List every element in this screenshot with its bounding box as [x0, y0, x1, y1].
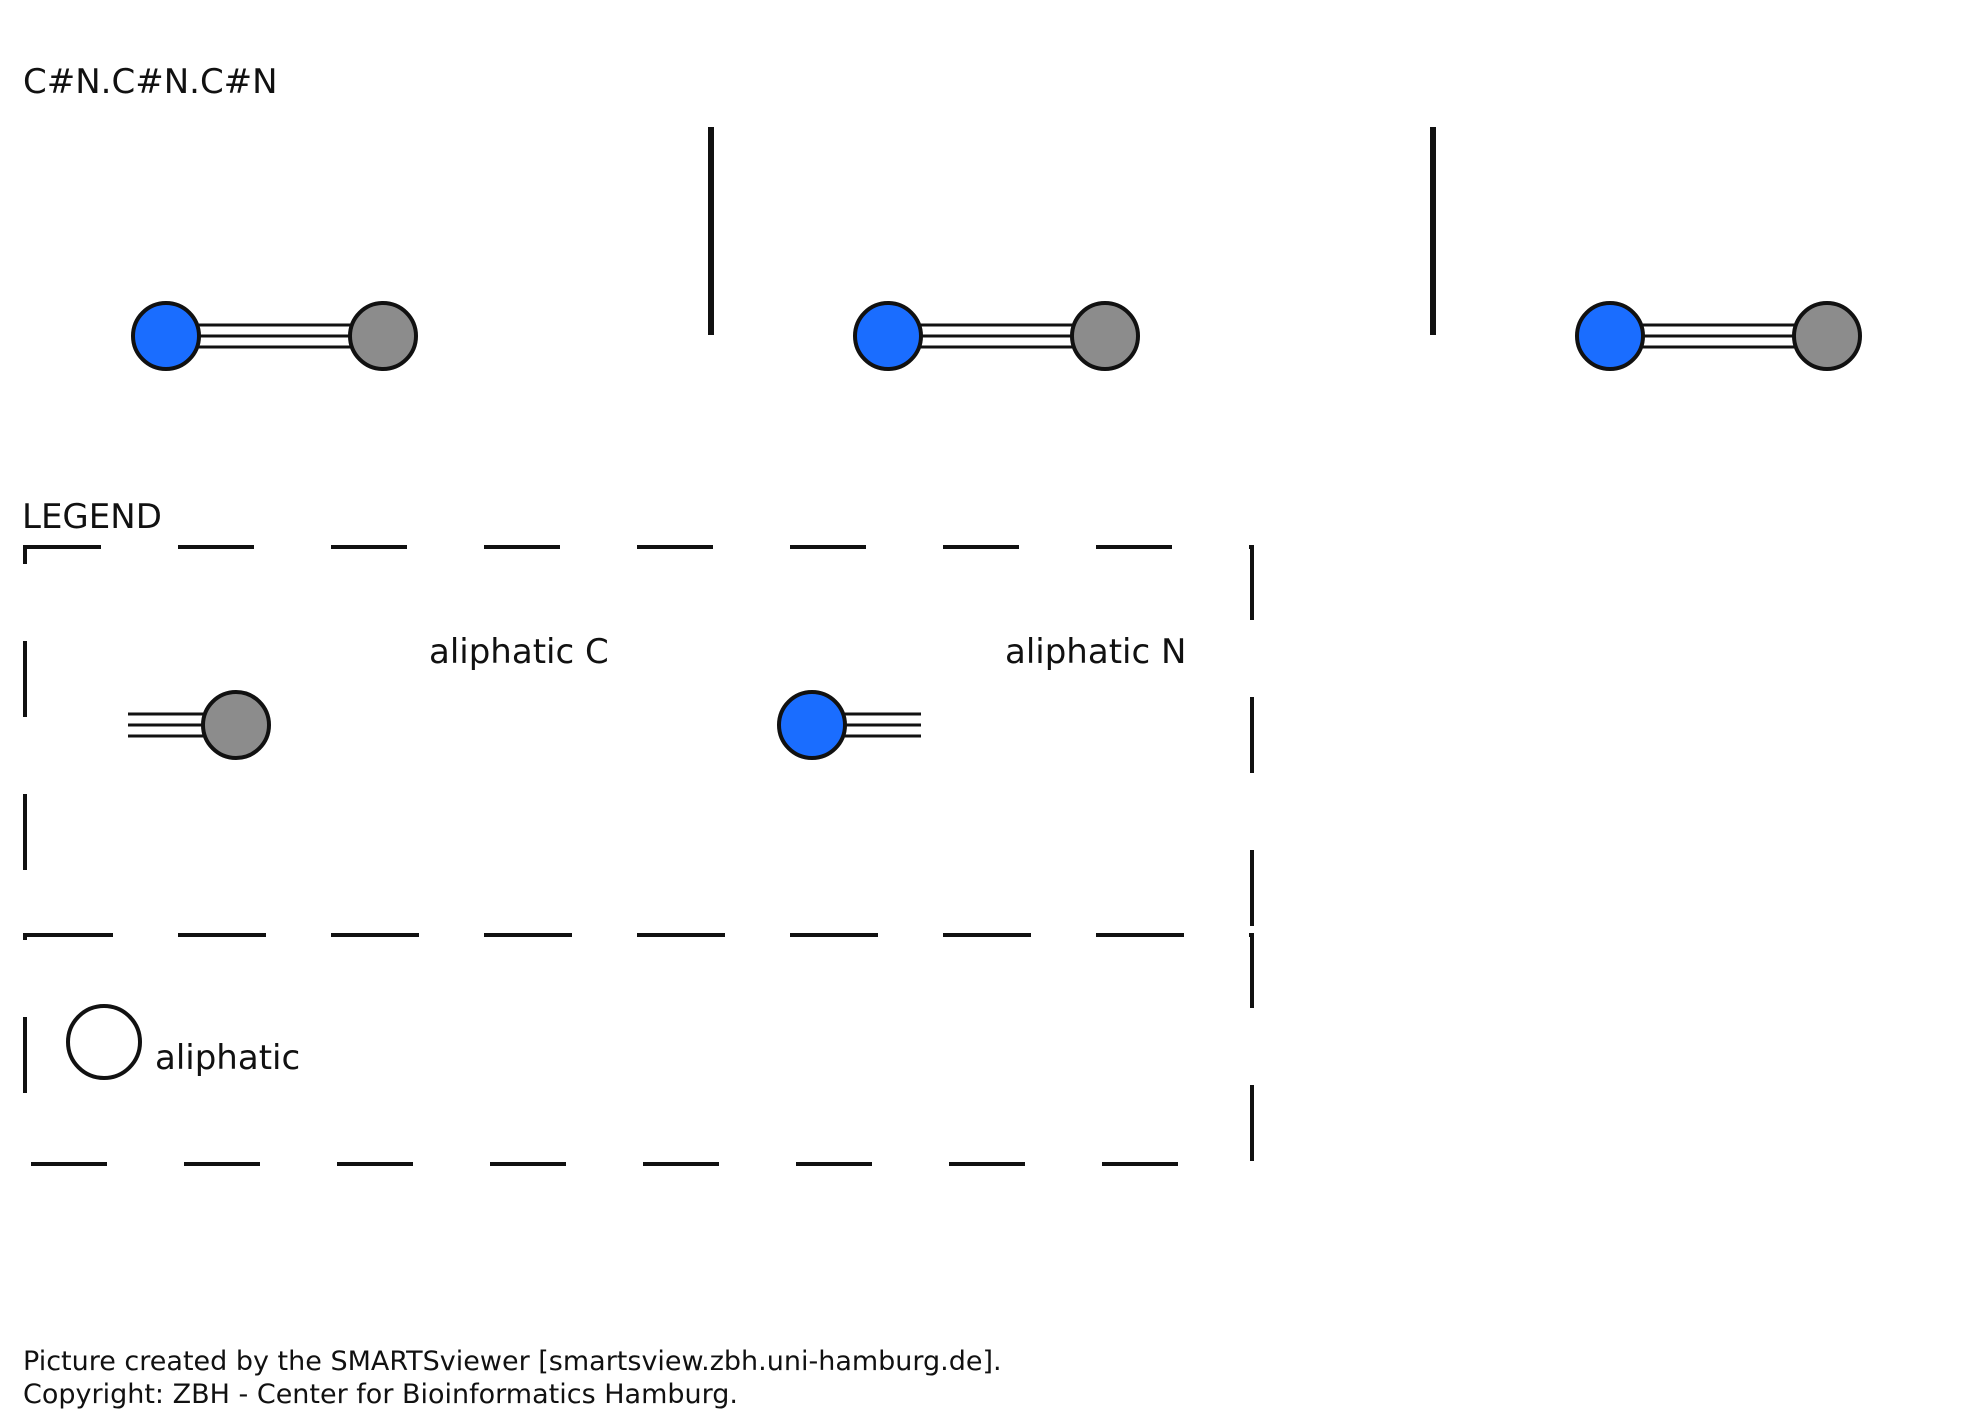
carbon-atom — [201, 690, 271, 760]
carbon-atom — [1070, 301, 1140, 371]
molecule-1 — [131, 301, 418, 371]
legend-entry-aliphatic-n: aliphatic N — [777, 632, 1186, 760]
triple-bond — [166, 323, 383, 349]
nitrogen-atom — [777, 690, 847, 760]
triple-bond — [1610, 323, 1827, 349]
aliphatic-circle-icon — [66, 1004, 142, 1080]
legend-label-aliphatic-c: aliphatic C — [429, 632, 609, 672]
legend-box — [23, 545, 1254, 1166]
carbon-atom — [1792, 301, 1862, 371]
carbon-atom — [348, 301, 418, 371]
footer-copyright: Copyright: ZBH - Center for Bioinformati… — [23, 1379, 738, 1410]
legend-entry-aliphatic-c: aliphatic C — [128, 632, 609, 760]
triple-bond — [888, 323, 1105, 349]
footer-credit: Picture created by the SMARTSviewer [sma… — [23, 1346, 1002, 1377]
molecule-3 — [1575, 301, 1862, 371]
legend-title: LEGEND — [22, 497, 162, 537]
nitrogen-atom — [853, 301, 923, 371]
nitrogen-atom — [1575, 301, 1645, 371]
legend-entry-aliphatic: aliphatic — [66, 1004, 300, 1080]
legend-label-aliphatic-n: aliphatic N — [1005, 632, 1186, 672]
molecule-2 — [853, 301, 1140, 371]
legend-label-aliphatic: aliphatic — [155, 1038, 300, 1078]
smarts-title: C#N.C#N.C#N — [23, 62, 278, 102]
nitrogen-atom — [131, 301, 201, 371]
